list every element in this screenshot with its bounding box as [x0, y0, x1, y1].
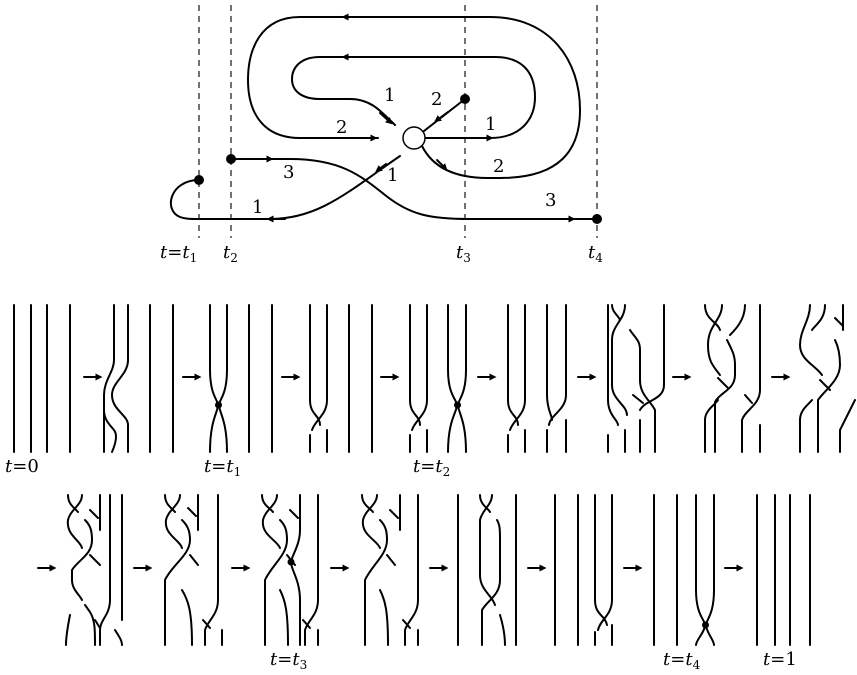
braid-frame [65, 494, 123, 646]
braid-row-1: t=0 t=t1 t=t2 [5, 304, 856, 479]
arrow-stub-into-vertex [434, 111, 449, 123]
edge-label: 2 [336, 117, 347, 138]
endpoint-dot-top [460, 94, 470, 104]
edge-label: 3 [545, 190, 556, 211]
braid-frame [209, 304, 273, 453]
braid-row-2: t=t3 t=t4 t=1 [37, 494, 811, 672]
outer-loop-curve [247, 16, 581, 179]
time-label-t1: t=t1 [204, 456, 241, 479]
top-diagram: 1 2 1 2 1 2 3 1 3 t=t1 t2 t3 t4 [160, 5, 603, 265]
braid-frame [457, 494, 517, 646]
time-label-t4: t=t4 [663, 649, 701, 672]
braid-frame [361, 494, 419, 646]
braid-frame [164, 494, 223, 646]
braid-frame [756, 494, 811, 646]
strand-1-curve [169, 155, 401, 220]
time-label-t2: t=t2 [413, 456, 450, 479]
inner-loop-curve [291, 56, 536, 139]
time-label-t0: t=0 [5, 456, 39, 477]
endpoint-dot-t1 [194, 175, 204, 185]
arrow-out-lower-right [436, 159, 448, 171]
edge-label: 1 [384, 85, 395, 106]
edge-label: 2 [493, 156, 504, 177]
time-label-t2: t2 [223, 242, 238, 265]
time-label-t1: t=t1 [160, 242, 197, 265]
arrow-lower-left-vertex [375, 163, 387, 173]
braid-frame [607, 304, 665, 453]
time-label-t3: t3 [456, 242, 471, 265]
braid-frame [799, 304, 856, 453]
time-label-t-end: t=1 [763, 649, 797, 670]
central-vertex [402, 126, 426, 150]
braid-frame [409, 304, 467, 453]
arrow-inner-into-vertex [379, 112, 393, 125]
edge-label: 3 [283, 162, 294, 183]
braid-frame [13, 304, 71, 453]
time-label-t4: t4 [588, 242, 603, 265]
braid-frame [261, 494, 319, 646]
endpoint-dot-t2 [226, 154, 236, 164]
braid-frame [103, 304, 174, 453]
edge-label: 2 [431, 89, 442, 110]
braid-frame [704, 304, 761, 453]
endpoint-dot-t4 [592, 214, 602, 224]
braid-frame [309, 304, 373, 453]
braid-frame [554, 494, 613, 646]
braid-frame [507, 304, 567, 453]
edge-label: 1 [252, 197, 263, 218]
edge-label: 1 [485, 114, 496, 135]
strand-3-curve [230, 158, 598, 220]
braid-frame [653, 494, 715, 646]
edge-label: 1 [387, 165, 398, 186]
time-label-t3: t=t3 [270, 649, 307, 672]
